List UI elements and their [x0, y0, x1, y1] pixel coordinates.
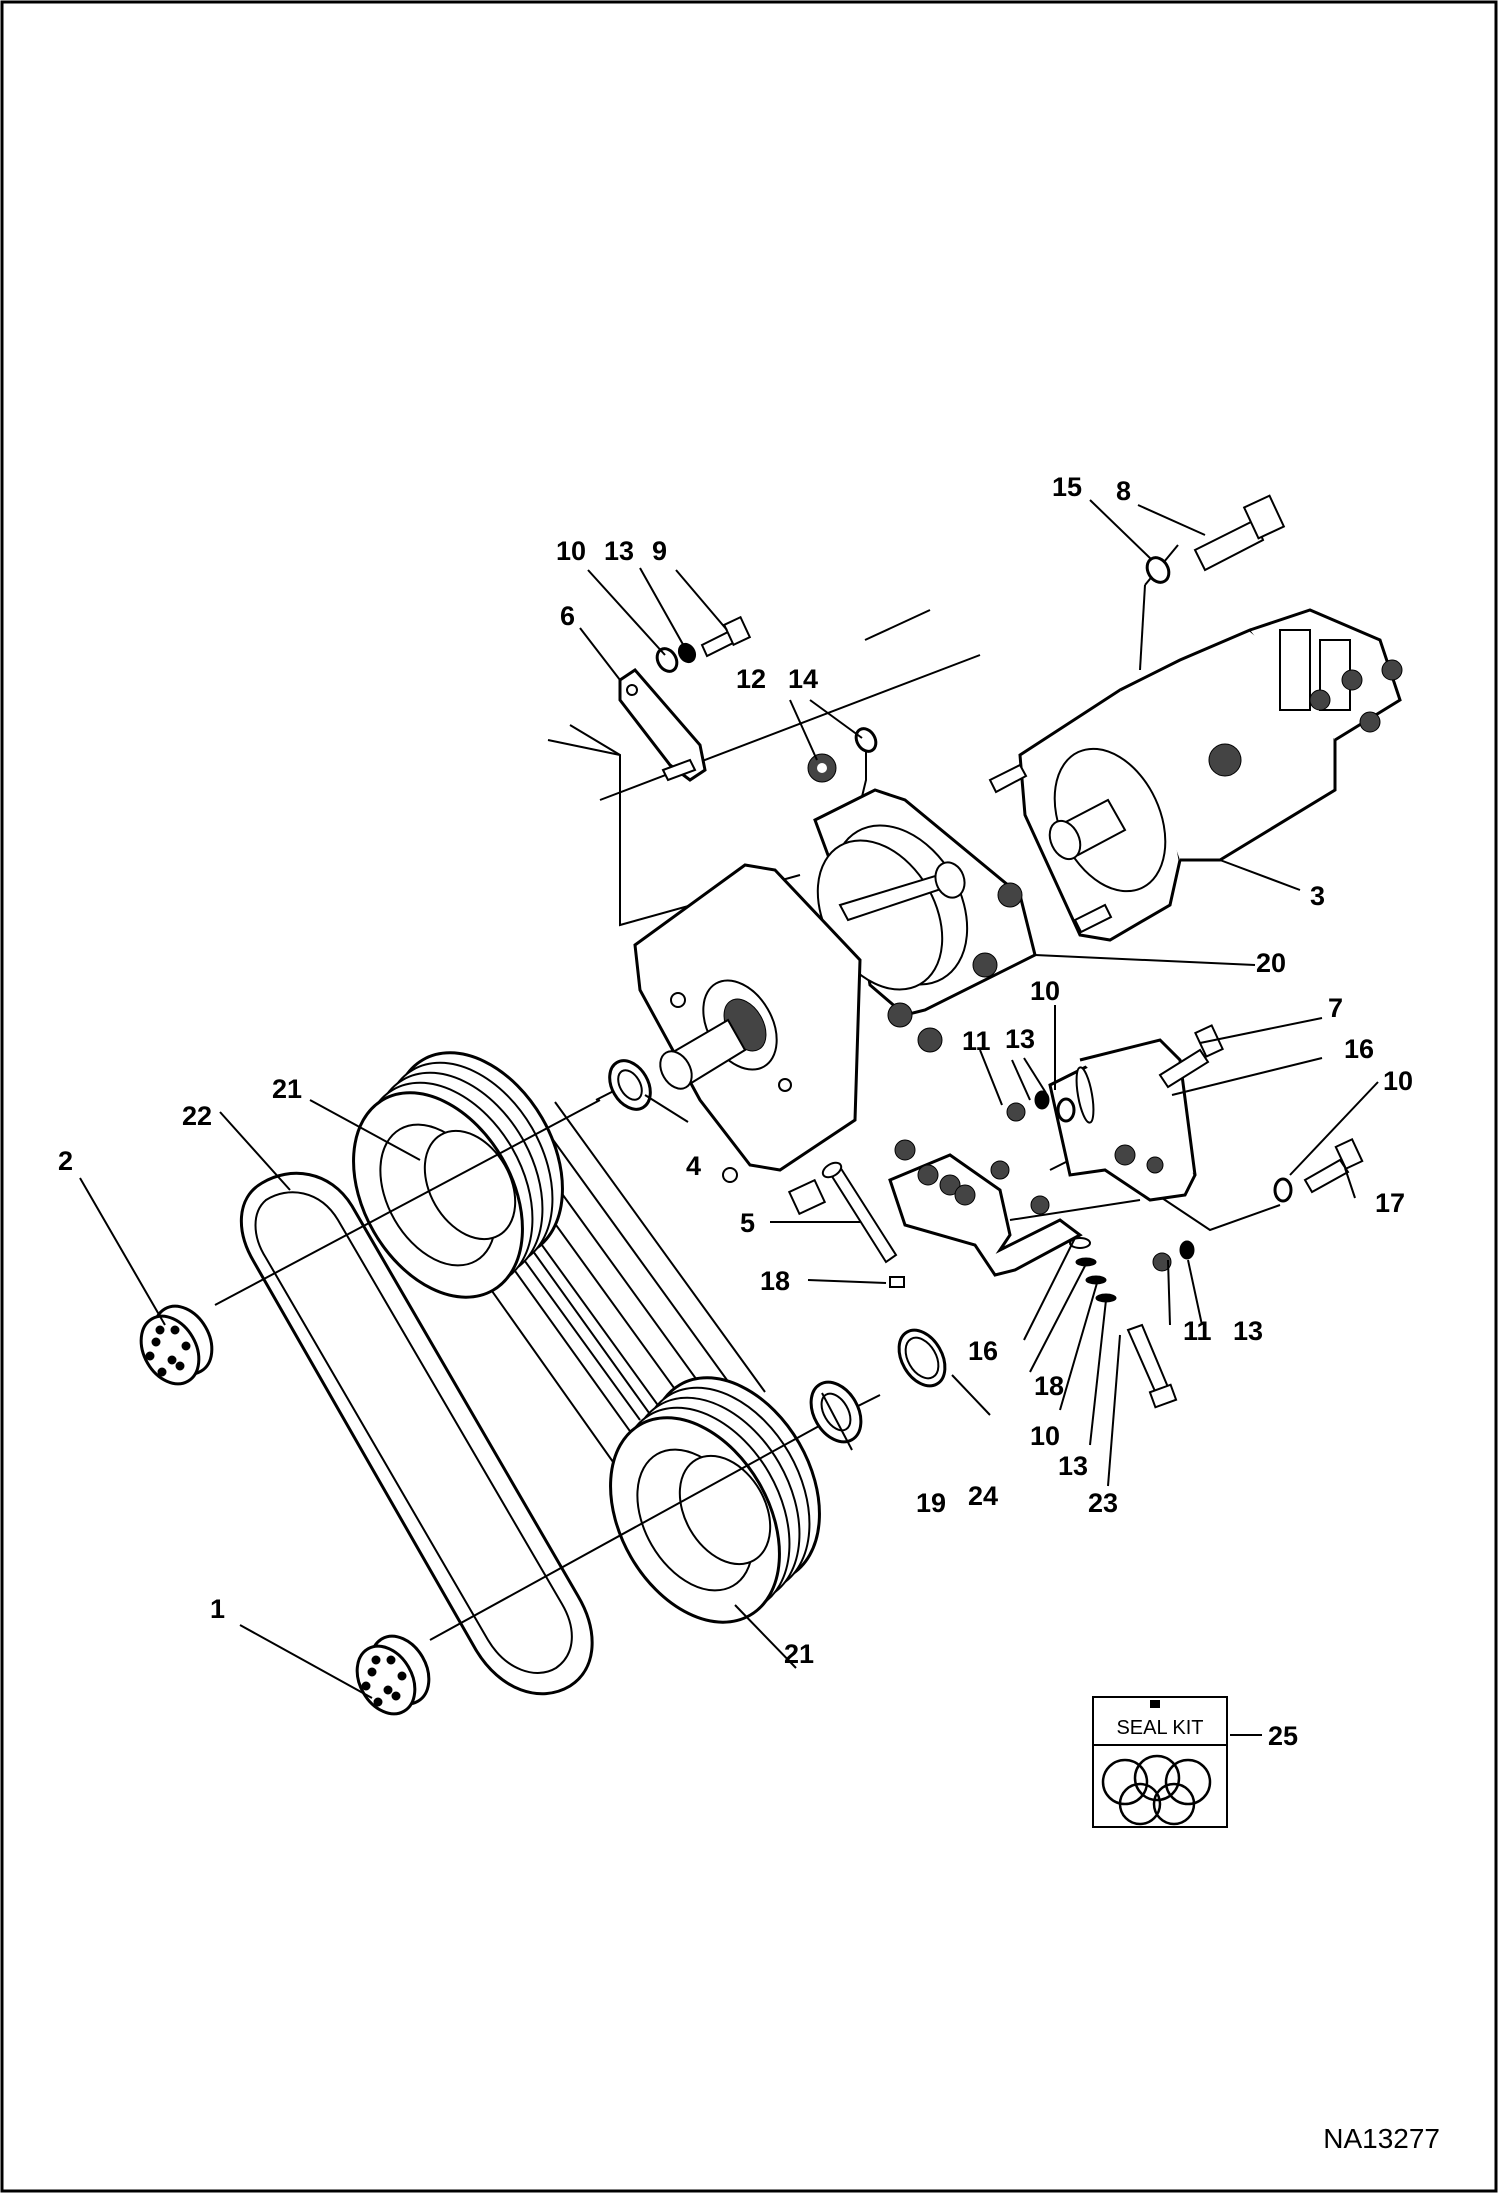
leader-lines [79, 499, 1379, 1736]
callout-23: 23 [1088, 1488, 1118, 1518]
part-9-bolt [700, 615, 752, 658]
callout-9: 9 [652, 536, 667, 566]
callout-labels: 1 2 3 4 5 6 7 8 9 10 10 10 10 11 11 12 1… [58, 472, 1413, 1751]
callout-13-stack: 13 [1058, 1451, 1088, 1481]
callout-13-right: 13 [1233, 1316, 1263, 1346]
part-4-seal [608, 1059, 652, 1111]
seal-kit-label: SEAL KIT [1116, 1717, 1203, 1739]
o-rings-icon [1101, 1754, 1212, 1826]
callout-16-lower: 16 [968, 1336, 998, 1366]
callout-11-lower: 11 [1183, 1316, 1212, 1346]
callout-5: 5 [740, 1208, 755, 1238]
part-12-nut [807, 753, 837, 783]
callout-4: 4 [686, 1151, 701, 1181]
part-22-drive-belt [240, 1171, 594, 1696]
part-2-locking-bushing [139, 1304, 214, 1386]
part-6-link [618, 668, 707, 782]
callout-2: 2 [58, 1146, 73, 1176]
part-1-locking-bushing [355, 1634, 431, 1716]
callout-10-bracket: 10 [1030, 976, 1060, 1006]
callout-1: 1 [210, 1594, 225, 1624]
callout-15: 15 [1052, 472, 1082, 502]
part-5-pin [821, 1161, 898, 1264]
callout-10-stack: 10 [1030, 1421, 1060, 1451]
part-14-washer [854, 727, 878, 753]
part-24-o-ring [897, 1328, 947, 1388]
part-16-mount-bracket [1048, 1038, 1197, 1202]
part-10-washer-top [655, 647, 679, 673]
callout-14: 14 [788, 664, 818, 694]
callout-21-upper: 21 [272, 1074, 302, 1104]
callout-17: 17 [1375, 1188, 1405, 1218]
callout-7: 7 [1328, 993, 1343, 1023]
callout-10-right: 10 [1383, 1066, 1413, 1096]
part-20-gearbox-housing [633, 788, 1037, 1216]
callout-13-bracket: 13 [1005, 1024, 1035, 1054]
part-21-upper-pulley [352, 1051, 564, 1299]
callout-6: 6 [560, 601, 575, 631]
callout-24: 24 [968, 1481, 998, 1511]
part-8-bolt [1193, 494, 1286, 572]
part-3-hydraulic-pump [988, 608, 1403, 942]
part-18-roll-pin [889, 1276, 905, 1288]
callout-11-upper: 11 [962, 1026, 991, 1056]
part-bracket-fasteners [1006, 1024, 1364, 1409]
callout-19: 19 [916, 1488, 946, 1518]
part-19-seal [809, 1380, 863, 1444]
callout-8: 8 [1116, 476, 1131, 506]
callout-13-top: 13 [604, 536, 634, 566]
callout-25: 25 [1268, 1721, 1298, 1751]
callout-18-lower: 18 [1034, 1371, 1064, 1401]
callout-16-right: 16 [1344, 1034, 1374, 1064]
callout-12: 12 [736, 664, 766, 694]
callout-3: 3 [1310, 881, 1325, 911]
callout-20: 20 [1256, 948, 1286, 978]
part-21-lower-pulley [609, 1376, 821, 1624]
part-13-lockwasher-top [677, 642, 697, 664]
seal-kit-box: SEAL KIT [1092, 1696, 1228, 1828]
callout-18-left: 18 [760, 1266, 790, 1296]
callout-21-lower: 21 [784, 1639, 814, 1669]
drawing-id: NA13277 [1323, 2123, 1440, 2154]
callout-10-top: 10 [556, 536, 586, 566]
part-16-lower-bracket [888, 1139, 1083, 1277]
callout-22: 22 [182, 1101, 212, 1131]
